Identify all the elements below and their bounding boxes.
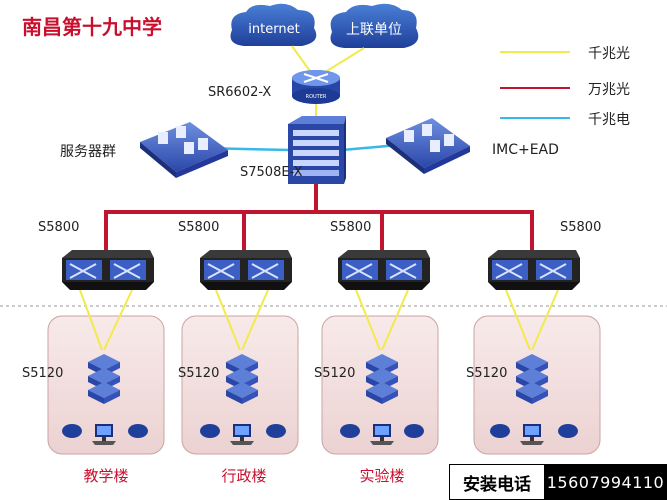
endpoints-1 [62,424,148,445]
agg-label-4: S5800 [560,220,601,235]
legend-label-gigabit-fiber: 千兆光 [588,46,630,62]
cloud-upstream-label: 上联单位 [346,22,402,38]
agg-label-2: S5800 [178,220,219,235]
imc-label: IMC+EAD [492,142,559,158]
building-label-lab: 实验楼 [359,467,404,485]
pc-icon-2 [230,424,254,445]
cloud-internet: internet [230,3,317,46]
server-cluster-label: 服务器群 [60,144,116,160]
legend: 千兆光 万兆光 千兆电 [500,46,630,128]
building-label-teaching: 教学楼 [83,467,128,485]
agg-label-1: S5800 [38,220,79,235]
endpoints-4 [490,424,578,445]
access-label-4: S5120 [466,366,507,381]
router-icon: ROUTER [292,70,340,104]
agg-switch-icon-2 [199,249,293,291]
agg-switch-icon-4 [487,249,581,291]
pc-icon-4 [520,424,544,445]
access-label-3: S5120 [314,366,355,381]
link-upstream-router [321,47,365,75]
access-switch-icon-2 [226,354,258,404]
agg-switch-icon-1 [61,249,155,291]
link-internet-router [291,45,313,75]
contact-banner: 安装电话 15607994110 [449,464,667,500]
router-label: SR6602-X [208,85,271,100]
imc-server-icon [386,118,470,174]
legend-label-gigabit-copper: 千兆电 [588,112,630,128]
access-label-2: S5120 [178,366,219,381]
endpoints-2 [200,424,286,445]
contact-number[interactable]: 15607994110 [545,465,666,499]
building-label-admin: 行政楼 [221,467,266,485]
legend-label-10g-fiber: 万兆光 [588,82,630,98]
agg-label-3: S5800 [330,220,371,235]
core-switch-label: S7508E-X [240,165,303,180]
cloud-upstream: 上联单位 [330,3,419,48]
router-badge: ROUTER [306,94,327,100]
endpoints-3 [340,424,424,445]
agg-switch-icon-3 [337,249,431,291]
pc-icon-1 [92,424,116,445]
access-switch-icon-3 [366,354,398,404]
access-switch-icon-1 [88,354,120,404]
cloud-internet-label: internet [248,22,299,37]
access-label-1: S5120 [22,366,63,381]
backbone-10g [104,184,534,258]
access-switch-icon-4 [516,354,548,404]
server-cluster-icon [140,122,228,178]
core-switch-icon [288,116,346,184]
pc-icon-3 [370,424,394,445]
contact-label: 安装电话 [450,465,545,499]
access-uplinks [79,289,559,351]
diagram-title: 南昌第十九中学 [22,15,162,39]
